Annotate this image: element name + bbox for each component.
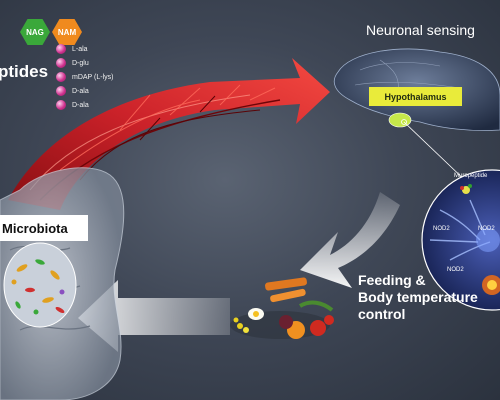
hypothalamus-label: Hypothalamus — [369, 87, 462, 106]
residue-label: L-ala — [72, 45, 88, 53]
residue-label: D-ala — [72, 101, 89, 109]
microbiota-label: Microbiota — [0, 215, 88, 241]
peptide-residue: D-glu — [56, 58, 89, 68]
nod2-label: NOD2 — [478, 226, 495, 232]
muropeptide-label: Muropeptide — [454, 173, 488, 179]
neuron-inset — [421, 169, 500, 311]
food-illustration — [230, 277, 334, 339]
neuronal-sensing-title: Neuronal sensing — [366, 22, 475, 38]
peptide-residue: mDAP (L-lys) — [56, 72, 113, 82]
residue-bead — [56, 72, 66, 82]
residue-label: D-glu — [72, 59, 89, 67]
residue-bead — [56, 44, 66, 54]
residue-label: mDAP (L-lys) — [72, 73, 114, 81]
peptide-residue: D-ala — [56, 86, 89, 96]
peptide-residue: L-ala — [56, 44, 88, 54]
peptides-title: ptides — [0, 62, 49, 81]
brain-illustration — [333, 48, 500, 186]
bacteria-cluster — [11, 259, 65, 315]
peptide-residue: D-ala — [56, 100, 89, 110]
residue-bead — [56, 100, 66, 110]
feeding-control-label: Feeding & Body temperature control — [358, 272, 478, 322]
nod2-label: NOD2 — [433, 226, 450, 232]
nod2-label: NOD2 — [447, 267, 464, 273]
intestine-illustration — [0, 167, 125, 400]
residue-bead — [56, 58, 66, 68]
feedback-arrow-down — [300, 192, 400, 288]
residue-bead — [56, 86, 66, 96]
vascular-arrow — [8, 58, 330, 210]
residue-label: D-ala — [72, 87, 89, 95]
